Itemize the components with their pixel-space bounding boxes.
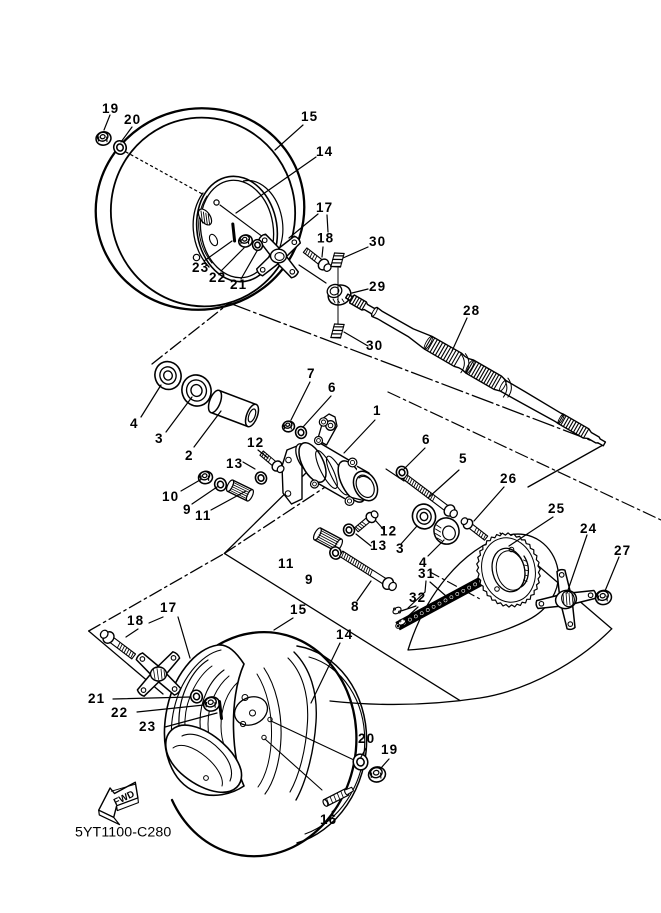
svg-text:13: 13 bbox=[370, 538, 387, 553]
svg-text:3: 3 bbox=[155, 431, 164, 446]
svg-text:30: 30 bbox=[369, 234, 386, 249]
svg-text:4: 4 bbox=[419, 555, 428, 570]
svg-text:21: 21 bbox=[230, 277, 247, 292]
svg-text:6: 6 bbox=[328, 380, 337, 395]
svg-text:26: 26 bbox=[500, 471, 517, 486]
svg-text:9: 9 bbox=[305, 572, 314, 587]
svg-text:11: 11 bbox=[195, 508, 211, 523]
svg-text:15: 15 bbox=[290, 602, 307, 617]
svg-text:21: 21 bbox=[88, 691, 105, 706]
svg-text:31: 31 bbox=[418, 566, 435, 581]
svg-text:5YT1100-C280: 5YT1100-C280 bbox=[75, 825, 171, 841]
svg-text:22: 22 bbox=[209, 270, 226, 285]
svg-text:22: 22 bbox=[111, 705, 128, 720]
svg-text:29: 29 bbox=[369, 279, 386, 294]
svg-text:4: 4 bbox=[130, 416, 139, 431]
svg-text:14: 14 bbox=[316, 144, 333, 159]
svg-text:28: 28 bbox=[463, 303, 480, 318]
svg-text:19: 19 bbox=[102, 101, 119, 116]
svg-text:12: 12 bbox=[247, 435, 264, 450]
svg-text:27: 27 bbox=[614, 543, 631, 558]
svg-text:23: 23 bbox=[192, 260, 209, 275]
svg-text:2: 2 bbox=[185, 448, 194, 463]
svg-text:5: 5 bbox=[459, 451, 468, 466]
svg-text:24: 24 bbox=[580, 521, 597, 536]
svg-text:13: 13 bbox=[226, 456, 243, 471]
svg-text:14: 14 bbox=[336, 627, 353, 642]
svg-text:25: 25 bbox=[548, 501, 565, 516]
svg-text:12: 12 bbox=[380, 524, 397, 539]
svg-text:32: 32 bbox=[409, 590, 426, 605]
svg-text:23: 23 bbox=[139, 719, 156, 734]
svg-text:7: 7 bbox=[307, 366, 316, 381]
svg-text:11: 11 bbox=[278, 556, 294, 571]
svg-text:20: 20 bbox=[124, 112, 141, 127]
svg-text:9: 9 bbox=[183, 502, 192, 517]
svg-text:18: 18 bbox=[127, 613, 144, 628]
svg-text:18: 18 bbox=[317, 231, 334, 246]
svg-text:15: 15 bbox=[301, 109, 318, 124]
svg-text:19: 19 bbox=[381, 742, 398, 757]
svg-text:10: 10 bbox=[162, 489, 179, 504]
svg-text:8: 8 bbox=[351, 599, 360, 614]
svg-text:17: 17 bbox=[316, 200, 333, 215]
svg-text:1: 1 bbox=[373, 403, 382, 418]
svg-text:3: 3 bbox=[396, 541, 405, 556]
svg-text:6: 6 bbox=[422, 432, 431, 447]
svg-text:30: 30 bbox=[366, 338, 383, 353]
svg-text:16: 16 bbox=[320, 812, 337, 827]
svg-text:17: 17 bbox=[160, 600, 177, 615]
svg-text:20: 20 bbox=[358, 731, 375, 746]
